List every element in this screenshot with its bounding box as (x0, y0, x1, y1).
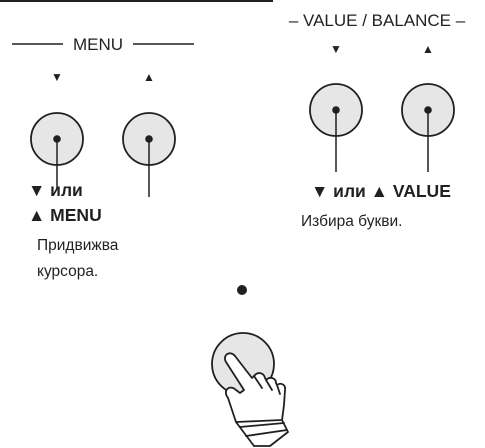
menu-description-line1: Придвижва (37, 237, 119, 254)
value-up-button[interactable] (401, 83, 455, 172)
value-balance-group: – VALUE / BALANCE – ▼ ▲ ▼ или ▲ VALUE Из… (289, 11, 466, 230)
value-down-arrow: ▼ (330, 42, 342, 56)
button-press-hand-icon (224, 352, 289, 447)
menu-up-button[interactable] (122, 112, 176, 197)
value-caption: ▼ или ▲ VALUE (311, 181, 451, 201)
menu-description-line2: курсора. (37, 263, 98, 280)
menu-up-arrow: ▲ (143, 70, 155, 84)
menu-down-button[interactable] (30, 112, 84, 189)
menu-group: MENU ▼ ▲ ▼ или ▲ MENU Придвижва курсора. (12, 35, 194, 280)
indicator-dot-icon (237, 285, 247, 295)
menu-caption-line2: ▲ MENU (28, 205, 102, 225)
value-description: Избира букви. (301, 213, 402, 230)
menu-caption-line1: ▼ или (28, 180, 83, 200)
value-up-arrow: ▲ (422, 42, 434, 56)
value-balance-title: – VALUE / BALANCE – (289, 11, 466, 30)
value-down-button[interactable] (309, 83, 363, 172)
menu-down-arrow: ▼ (51, 70, 63, 84)
menu-title: MENU (73, 35, 123, 54)
